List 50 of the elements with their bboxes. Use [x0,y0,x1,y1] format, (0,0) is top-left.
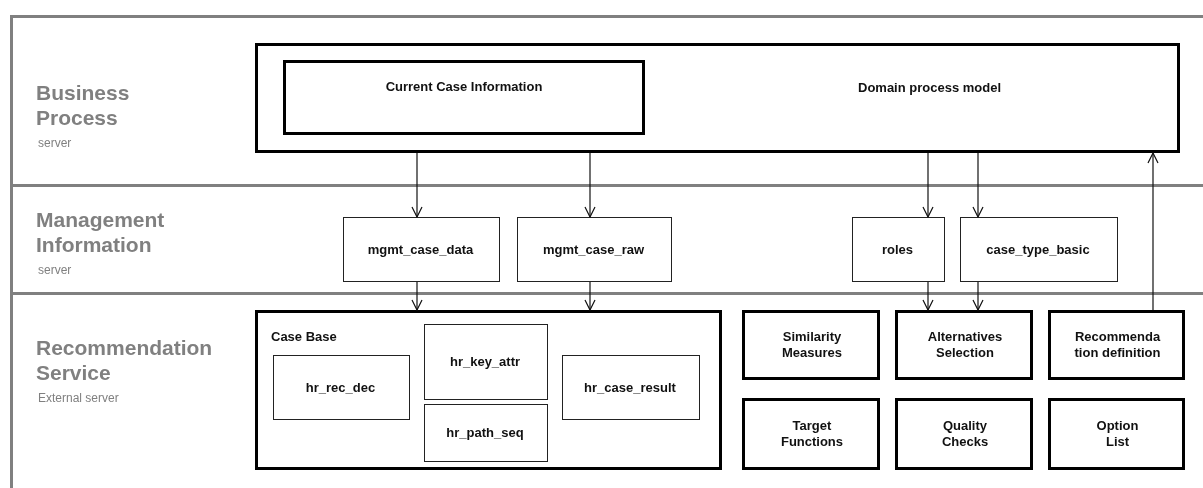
box-label: Alternatives Selection [926,329,1004,361]
data-box [517,217,672,282]
arrow [1147,152,1159,311]
box-label: Current Case Information [384,79,544,95]
process-box [742,398,880,470]
data-box [960,217,1118,282]
arrow [922,281,934,311]
box-label: case_type_basic [985,241,1091,258]
lane-title: Management Information [36,207,166,257]
arrow [922,152,934,218]
process-box [255,43,1180,153]
arrow [584,281,596,311]
box-label: hr_rec_dec [304,379,377,396]
arrow [972,152,984,218]
box-label: hr_case_result [583,379,677,396]
process-box [255,310,722,470]
data-box [424,404,548,462]
lane-subtitle: server [38,136,73,150]
data-box [424,324,548,400]
data-box [852,217,945,282]
data-box [343,217,500,282]
process-box [895,398,1033,470]
box-label: Domain process model [858,80,1002,96]
arrow [411,281,423,311]
box-label: roles [880,241,915,258]
box-label: Similarity Measures [781,329,843,361]
lane-subtitle: server [38,263,73,277]
process-box [1048,310,1185,380]
arrow [411,152,423,218]
box-label: hr_path_seq [445,425,525,441]
box-label: Option List [1095,418,1140,450]
box-label: mgmt_case_raw [541,241,646,258]
process-box [283,60,645,135]
data-box [273,355,410,420]
box-label: Target Functions [779,418,845,450]
arrow [584,152,596,218]
lane-title: Business Process [36,80,131,130]
swimlane [10,15,1203,187]
process-box [895,310,1033,380]
box-label: Case Base [271,329,337,345]
box-label: mgmt_case_data [366,241,475,258]
lane-title: Recommendation Service [36,335,214,385]
box-label: Quality Checks [940,418,990,450]
box-label: hr_key_attr [448,354,522,370]
process-box [1048,398,1185,470]
lane-subtitle: External server [38,391,120,405]
data-box [562,355,700,420]
box-label: Recommenda tion definition [1073,329,1162,361]
process-box [742,310,880,380]
arrow [972,281,984,311]
